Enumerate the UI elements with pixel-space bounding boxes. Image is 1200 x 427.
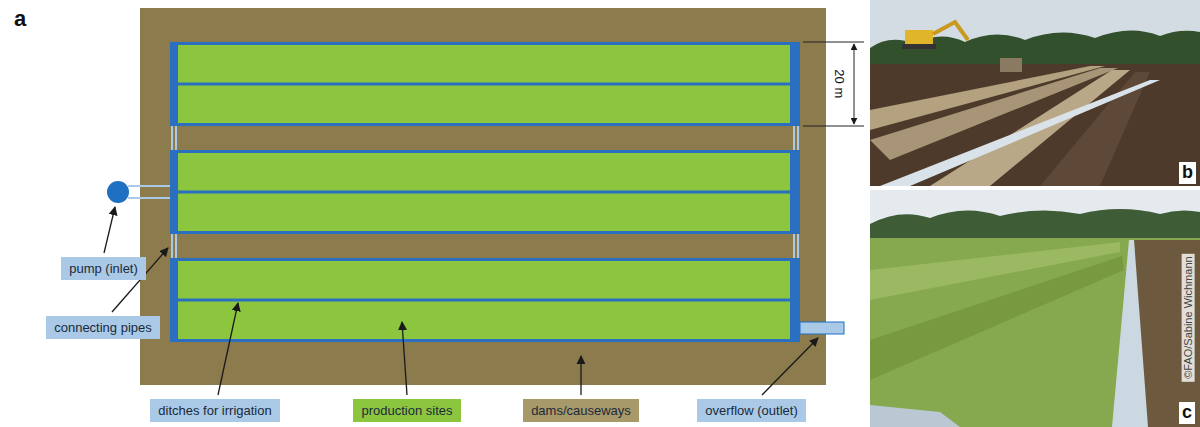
- label-text: overflow (outlet): [705, 402, 798, 419]
- pipe: [175, 126, 177, 150]
- pipe-label: connecting pipes: [46, 316, 160, 339]
- production-strip: [178, 86, 790, 124]
- leader-arrows: [104, 207, 818, 395]
- ditch-label: ditches for irrigation: [150, 399, 280, 422]
- leader-arrow: [402, 322, 407, 395]
- dam-label: dams/causeways: [523, 399, 639, 422]
- overflow-pipe: [800, 322, 844, 334]
- panel-letter: c: [1179, 402, 1195, 424]
- pipe: [793, 234, 795, 258]
- inlet-label: pump (inlet): [61, 257, 146, 280]
- leader-arrow: [218, 303, 238, 395]
- field-pair: [170, 258, 800, 342]
- excavator-arm: [933, 22, 968, 40]
- pipe: [797, 126, 799, 150]
- pipe: [793, 126, 795, 150]
- tree-line: [870, 209, 1200, 242]
- site-label: production sites: [353, 399, 461, 422]
- production-strip: [178, 194, 790, 232]
- leader-arrow: [762, 338, 818, 395]
- ditch: [880, 80, 1160, 186]
- production-strip: [178, 302, 790, 340]
- sky: [870, 190, 1200, 427]
- grass-strip: [870, 256, 1124, 380]
- ditch: [1112, 240, 1148, 427]
- pump-symbol: [107, 181, 129, 203]
- leader-arrow: [104, 207, 115, 253]
- machine: [1000, 58, 1022, 72]
- panel-letter: a: [11, 6, 29, 32]
- ditch-frame: [170, 258, 800, 342]
- pipe: [171, 126, 173, 150]
- outlet-label: overflow (outlet): [697, 399, 806, 422]
- peat-field: [870, 64, 1200, 186]
- dimension-line: [854, 44, 855, 124]
- leader-arrow: [580, 356, 581, 395]
- excavator-track: [902, 44, 936, 49]
- dam-ground: [140, 8, 826, 385]
- photo-c: [870, 190, 1200, 427]
- connecting-pipes: [172, 126, 798, 258]
- label-text: ditches for irrigation: [158, 402, 272, 419]
- grass-field: [870, 238, 1200, 427]
- production-strip: [178, 261, 790, 299]
- field-pair: [170, 42, 800, 126]
- field-pair: [170, 150, 800, 234]
- sky: [870, 0, 1200, 186]
- label-text: pump (inlet): [69, 260, 138, 277]
- ditch-frame: [170, 150, 800, 234]
- label-text: dams/causeways: [531, 402, 631, 419]
- copyright-note: ©FAO/Sabine Wichmann: [1182, 253, 1195, 381]
- ditch-frame: [170, 42, 800, 126]
- label-text: production sites: [361, 402, 453, 419]
- production-strip: [178, 153, 790, 191]
- inlet-pipe: [128, 185, 170, 187]
- pipe: [175, 234, 177, 258]
- pipe: [171, 234, 173, 258]
- dimension-tick: [803, 42, 864, 43]
- pipe: [797, 234, 799, 258]
- label-text: connecting pipes: [54, 319, 152, 336]
- panel-letter: b: [1179, 162, 1196, 184]
- excavator: [902, 22, 968, 49]
- water: [870, 405, 960, 427]
- inlet-pipe: [128, 197, 170, 199]
- dimension-tick: [803, 126, 864, 127]
- excavator-body: [905, 30, 933, 44]
- dimension: [803, 42, 864, 126]
- dimension-label: 20 m: [832, 66, 848, 101]
- production-strip: [178, 45, 790, 83]
- photo-b: [870, 0, 1200, 186]
